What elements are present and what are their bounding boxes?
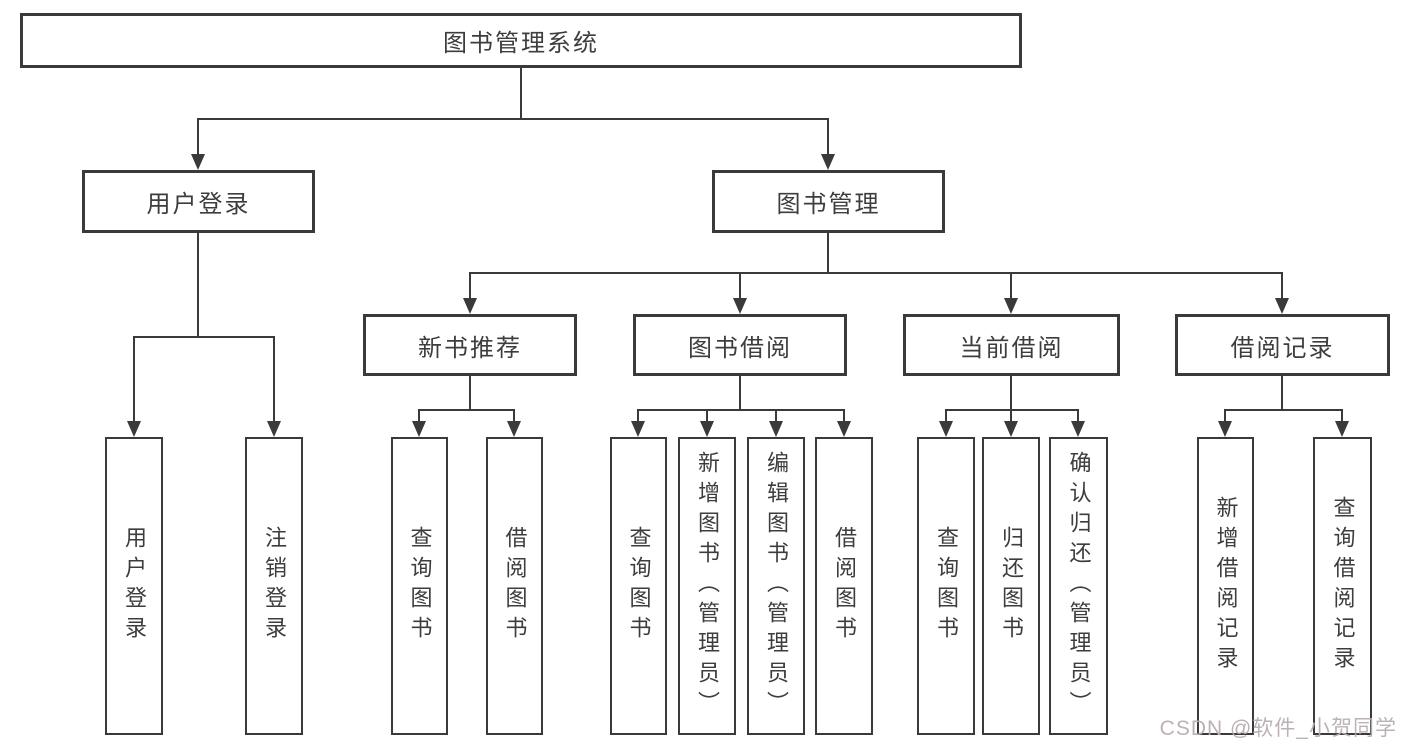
- arrow-down-icon: [463, 298, 477, 314]
- connector-line: [469, 272, 471, 300]
- leaf-rec-query-record: 查询借阅记录: [1313, 437, 1372, 735]
- leaf-bb-query-books: 查询图书: [610, 437, 667, 735]
- arrow-down-icon: [507, 421, 521, 437]
- connector-line: [1281, 376, 1283, 409]
- arrow-down-icon: [1071, 421, 1085, 437]
- connector-line: [1341, 409, 1343, 423]
- connector-line: [775, 409, 777, 423]
- leaf-cb-confirm-return-admin: 确认归还（管理员）: [1049, 437, 1108, 735]
- leaf-logout: 注销登录: [245, 437, 303, 735]
- connector-line: [273, 336, 275, 423]
- arrow-down-icon: [837, 421, 851, 437]
- connector-line: [1010, 272, 1012, 300]
- arrow-down-icon: [1218, 421, 1232, 437]
- connector-line: [843, 409, 845, 423]
- leaf-nb-query-books: 查询图书: [391, 437, 448, 735]
- arrow-down-icon: [1004, 298, 1018, 314]
- leaf-cb-query-books: 查询图书: [917, 437, 975, 735]
- connector-line: [197, 233, 199, 336]
- connector-line: [945, 409, 947, 423]
- arrow-down-icon: [412, 421, 426, 437]
- connector-line: [1281, 272, 1283, 300]
- connector-line: [1010, 409, 1012, 423]
- arrow-down-icon: [1335, 421, 1349, 437]
- leaf-user-login: 用户登录: [105, 437, 163, 735]
- connector-line: [133, 336, 135, 423]
- connector-line: [1077, 409, 1079, 423]
- leaf-bb-add-books-admin: 新增图书（管理员）: [678, 437, 736, 735]
- node-current-borrowing: 当前借阅: [903, 314, 1120, 376]
- node-root-library-system: 图书管理系统: [20, 13, 1022, 68]
- node-user-login: 用户登录: [82, 170, 315, 233]
- leaf-rec-add-record: 新增借阅记录: [1197, 437, 1254, 735]
- leaf-nb-borrow-books: 借阅图书: [486, 437, 543, 735]
- arrow-down-icon: [821, 154, 835, 170]
- connector-line: [469, 376, 471, 409]
- node-book-borrowing: 图书借阅: [633, 314, 847, 376]
- connector-line: [197, 118, 829, 120]
- connector-line: [418, 409, 420, 423]
- csdn-watermark: CSDN @软件_小贺同学: [1159, 717, 1397, 740]
- arrow-down-icon: [700, 421, 714, 437]
- connector-line: [637, 409, 844, 411]
- connector-line: [706, 409, 708, 423]
- connector-line: [827, 233, 829, 272]
- arrow-down-icon: [191, 154, 205, 170]
- arrow-down-icon: [1275, 298, 1289, 314]
- node-borrowing-records: 借阅记录: [1175, 314, 1390, 376]
- connector-line: [469, 272, 1283, 274]
- connector-line: [1224, 409, 1343, 411]
- connector-line: [513, 409, 515, 423]
- connector-line: [739, 272, 741, 300]
- connector-line: [133, 336, 275, 338]
- node-book-management: 图书管理: [712, 170, 945, 233]
- connector-line: [1010, 376, 1012, 409]
- connector-line: [637, 409, 639, 423]
- arrow-down-icon: [267, 421, 281, 437]
- connector-line: [520, 68, 522, 118]
- connector-line: [739, 376, 741, 409]
- arrow-down-icon: [733, 298, 747, 314]
- connector-line: [827, 118, 829, 156]
- connector-line: [1224, 409, 1226, 423]
- leaf-bb-borrow-books: 借阅图书: [815, 437, 873, 735]
- arrow-down-icon: [769, 421, 783, 437]
- leaf-bb-edit-books-admin: 编辑图书（管理员）: [747, 437, 805, 735]
- arrow-down-icon: [939, 421, 953, 437]
- node-new-book-recommend: 新书推荐: [363, 314, 577, 376]
- connector-line: [197, 118, 199, 156]
- leaf-cb-return-books: 归还图书: [982, 437, 1040, 735]
- arrow-down-icon: [631, 421, 645, 437]
- connector-line: [418, 409, 515, 411]
- arrow-down-icon: [127, 421, 141, 437]
- arrow-down-icon: [1004, 421, 1018, 437]
